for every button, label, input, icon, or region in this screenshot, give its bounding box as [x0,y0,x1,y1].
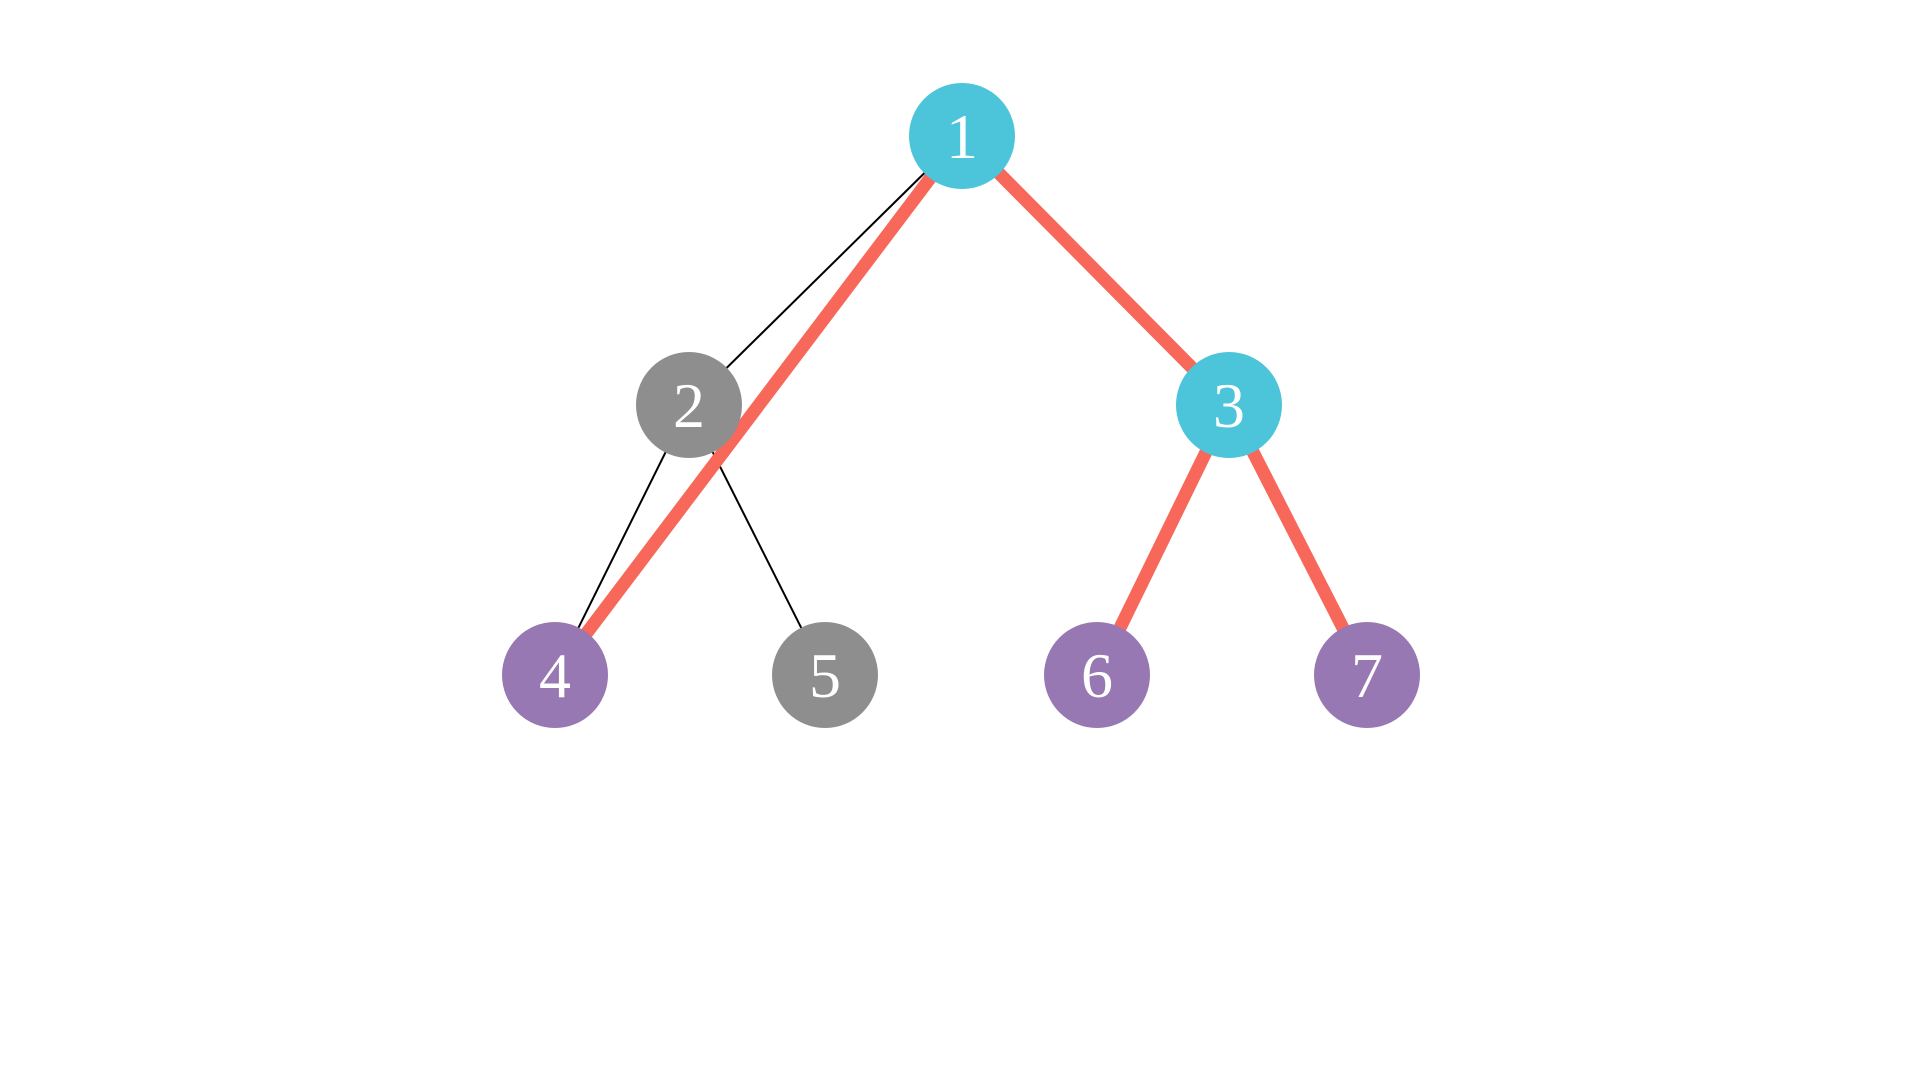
node-4 [502,622,608,728]
edge-1-2 [688,135,963,406]
edge-1-3-highlighted [957,131,1234,410]
node-7 [1314,622,1420,728]
node-6 [1044,622,1150,728]
edge-1-4-highlighted [549,132,968,679]
node-2 [636,352,742,458]
node-5 [772,622,878,728]
node-1 [909,83,1015,189]
nodes-layer [502,83,1420,728]
node-3 [1176,352,1282,458]
